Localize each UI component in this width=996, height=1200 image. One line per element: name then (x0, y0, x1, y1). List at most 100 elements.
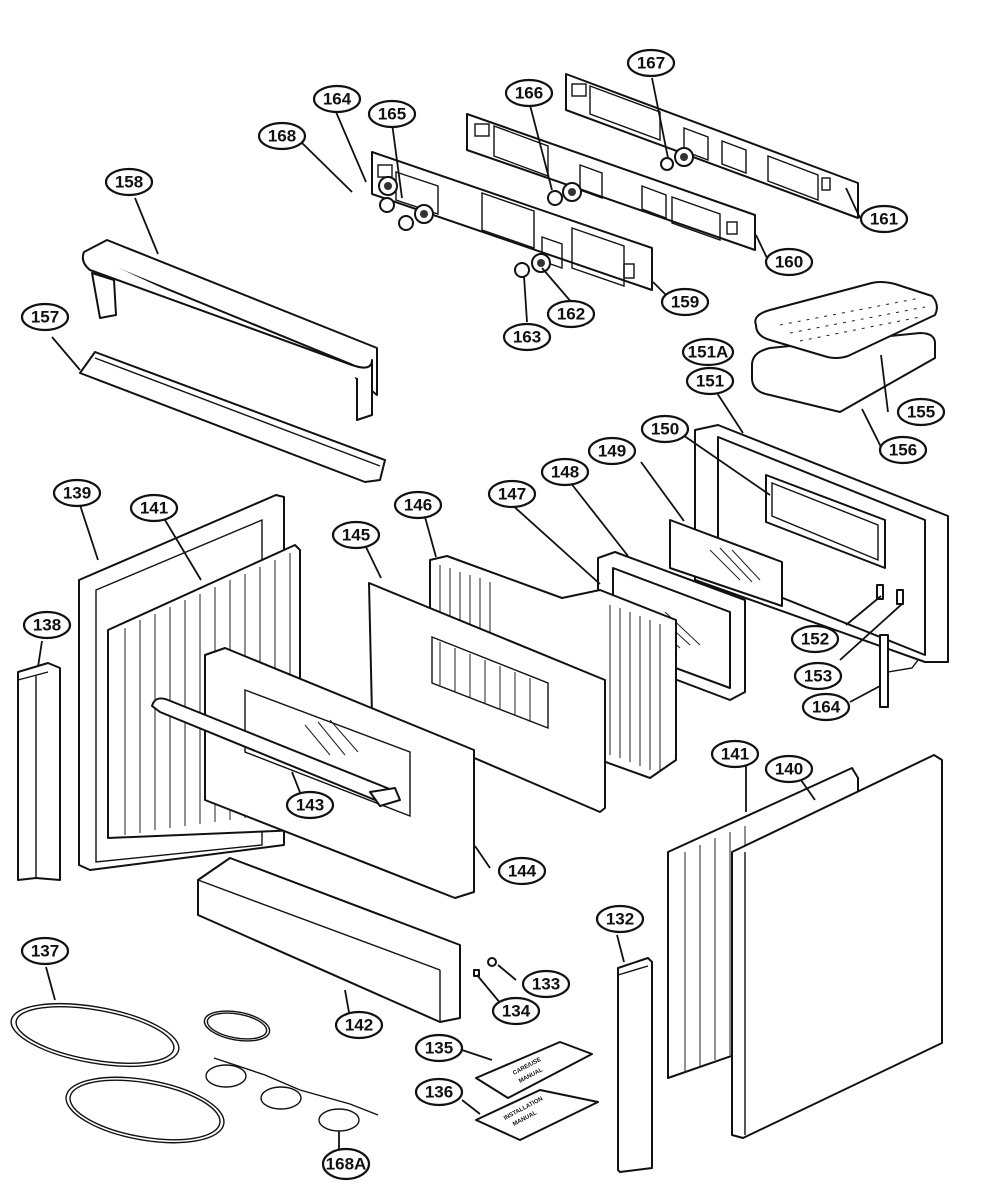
callout-label: 152 (801, 630, 829, 649)
callout-168: 168 (257, 121, 307, 151)
callout-146: 146 (393, 490, 443, 520)
callout-label: 164 (323, 90, 352, 109)
trim-158 (81, 239, 378, 421)
callout-label: 141 (140, 499, 168, 518)
callout-149: 149 (587, 436, 637, 466)
small-parts-133-134 (473, 957, 497, 977)
callout-label: 159 (671, 293, 699, 312)
broiler-pan-156 (751, 332, 937, 413)
callout-label: 142 (345, 1016, 373, 1035)
callout-166: 166 (504, 78, 554, 108)
callout-145: 145 (331, 520, 381, 550)
callouts: 167 164 165 166 168 158 161 160 159 162 … (20, 48, 946, 1181)
callout-147: 147 (487, 479, 537, 509)
callout-155: 155 (896, 397, 946, 427)
callout-label: 151 (696, 372, 724, 391)
callout-label: 167 (637, 54, 665, 73)
callout-132: 132 (595, 904, 645, 934)
callout-148: 148 (540, 457, 590, 487)
callout-139: 139 (52, 478, 102, 508)
callout-label: 134 (502, 1002, 531, 1021)
side-panel-140 (731, 754, 943, 1139)
callout-label: 135 (425, 1039, 453, 1058)
broiler-grid-155 (754, 281, 938, 359)
callout-143: 143 (285, 790, 335, 820)
callout-161: 161 (859, 204, 909, 234)
strip-157 (79, 351, 386, 483)
callout-157: 157 (20, 302, 70, 332)
callout-137: 137 (20, 936, 70, 966)
handle-143 (151, 697, 401, 807)
callout-133: 133 (521, 969, 571, 999)
callout-160: 160 (764, 247, 814, 277)
wire-coils-137 (10, 1003, 271, 1144)
inner-glass-149 (669, 519, 783, 607)
callout-label: 158 (115, 173, 143, 192)
callout-141-right: 141 (710, 739, 760, 769)
install-manual-136: INSTALLATION MANUAL (475, 1089, 599, 1141)
callout-label: 165 (378, 105, 406, 124)
callout-label: 143 (296, 796, 324, 815)
callout-label: 162 (557, 305, 585, 324)
callout-label: 166 (515, 84, 543, 103)
callout-165: 165 (367, 99, 417, 129)
callout-label: 136 (425, 1083, 453, 1102)
callout-label: 138 (33, 616, 61, 635)
callout-label: 132 (606, 910, 634, 929)
callout-153: 153 (793, 661, 843, 691)
callout-label: 164 (812, 698, 841, 717)
callout-label: 163 (513, 328, 541, 347)
callout-159: 159 (660, 287, 710, 317)
callout-label: 149 (598, 442, 626, 461)
callout-136: 136 (414, 1077, 464, 1107)
door-frame-151 (694, 424, 949, 663)
callout-label: 155 (907, 403, 935, 422)
callout-label: 157 (31, 308, 59, 327)
callout-162: 162 (546, 299, 596, 329)
column-138 (17, 662, 61, 881)
callout-156: 156 (878, 435, 928, 465)
callout-label: 151A (688, 343, 729, 362)
callout-168A: 168A (321, 1147, 371, 1181)
callout-label: 147 (498, 485, 526, 504)
callout-150: 150 (640, 414, 690, 444)
callout-label: 160 (775, 253, 803, 272)
callout-label: 139 (63, 484, 91, 503)
callout-label: 153 (804, 667, 832, 686)
control-panel-161 (565, 73, 859, 219)
leader-lines (37, 77, 903, 1160)
callout-152: 152 (790, 624, 840, 654)
callout-label: 168A (326, 1155, 367, 1174)
column-132 (617, 957, 653, 1173)
callout-label: 146 (404, 496, 432, 515)
callout-label: 168 (268, 127, 296, 146)
callout-142: 142 (334, 1010, 384, 1040)
callout-151: 151 (685, 366, 735, 396)
callout-135: 135 (414, 1033, 464, 1063)
callout-label: 148 (551, 463, 579, 482)
callout-158: 158 (104, 167, 154, 197)
callout-label: 161 (870, 210, 898, 229)
callout-140: 140 (764, 754, 814, 784)
callout-141-left: 141 (129, 493, 179, 523)
care-manual-135: CARE/USE MANUAL (475, 1041, 593, 1099)
hinge-brackets (876, 584, 919, 708)
callout-134: 134 (491, 996, 541, 1026)
callout-label: 141 (721, 745, 749, 764)
callout-163: 163 (502, 322, 552, 352)
callout-label: 145 (342, 526, 370, 545)
callout-144: 144 (497, 856, 547, 886)
inner-door-145 (368, 582, 606, 813)
knobs-and-bezels (378, 147, 694, 278)
callout-164: 164 (312, 84, 362, 114)
callout-151A: 151A (681, 337, 735, 367)
callout-label: 140 (775, 760, 803, 779)
drawer-142 (197, 857, 461, 1023)
callout-167: 167 (626, 48, 676, 78)
callout-label: 150 (651, 420, 679, 439)
callout-138: 138 (22, 610, 72, 640)
callout-label: 133 (532, 975, 560, 994)
wire-coils-168A (205, 1057, 379, 1132)
callout-164-hinge: 164 (801, 692, 851, 722)
